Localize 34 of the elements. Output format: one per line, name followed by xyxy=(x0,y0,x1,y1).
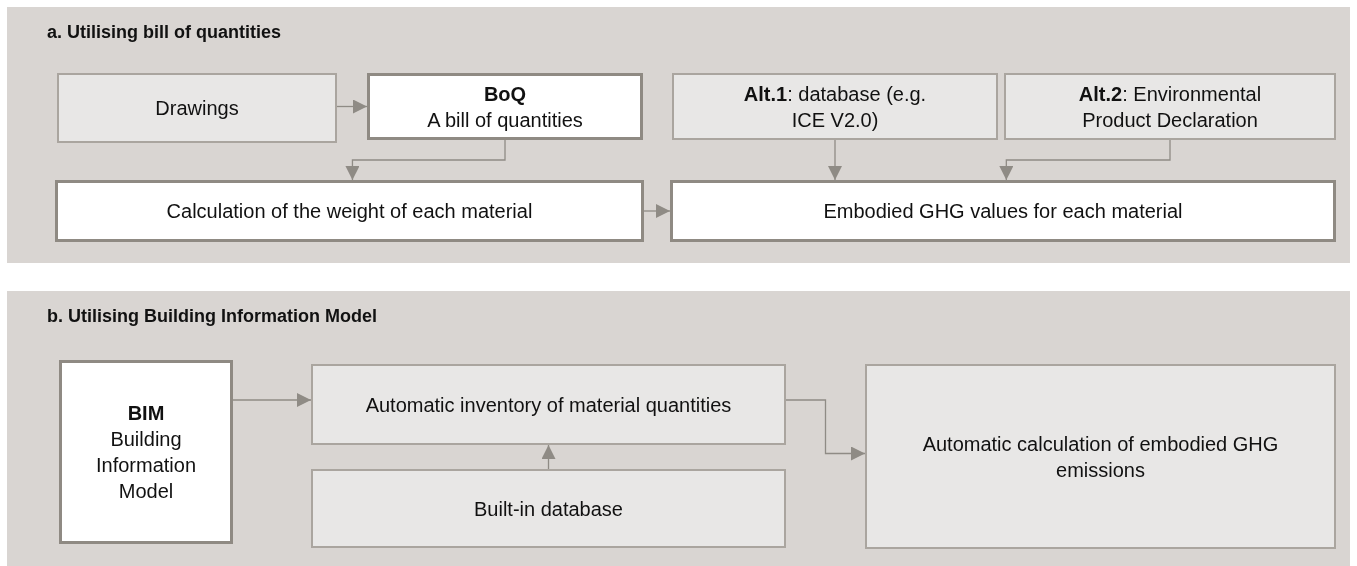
box-text: A bill of quantities xyxy=(427,107,583,133)
arrow xyxy=(828,139,842,181)
arrow xyxy=(232,393,312,407)
box-text: Built-in database xyxy=(474,496,623,522)
arrow xyxy=(643,204,671,218)
arrow xyxy=(336,99,368,114)
box-text: Building Information Model xyxy=(94,427,198,504)
box-text: Calculation of the weight of each material xyxy=(166,199,533,224)
panel-heading: b. Utilising Building Information Model xyxy=(47,305,377,328)
process-box xyxy=(367,73,643,140)
process-box xyxy=(1004,73,1336,140)
box-text: Alt.1: database (e.g. ICE V2.0) xyxy=(742,81,928,133)
box-text: Automatic inventory of material quantities xyxy=(365,392,732,418)
arrow xyxy=(785,399,866,461)
process-box xyxy=(59,360,233,544)
process-box xyxy=(57,73,337,143)
panel-heading: a. Utilising bill of quantities xyxy=(47,21,281,44)
process-box xyxy=(865,364,1336,549)
arrow xyxy=(541,444,556,470)
panel-background xyxy=(7,291,1350,566)
box-heading: BoQ xyxy=(483,81,527,107)
panel-background xyxy=(7,7,1350,263)
process-box xyxy=(311,364,786,445)
box-text: Embodied GHG values for each material xyxy=(823,199,1183,224)
process-box xyxy=(55,180,644,242)
box-heading: BIM xyxy=(127,401,165,426)
arrow xyxy=(999,139,1171,181)
process-box xyxy=(311,469,786,548)
process-box xyxy=(670,180,1336,242)
box-text: Automatic calculation of embodied GHG emissions xyxy=(921,431,1280,483)
box-text: Drawings xyxy=(155,96,239,121)
process-box xyxy=(672,73,998,140)
box-text: Alt.2: Environmental Product Declaration xyxy=(1077,81,1263,133)
arrow xyxy=(345,139,506,181)
